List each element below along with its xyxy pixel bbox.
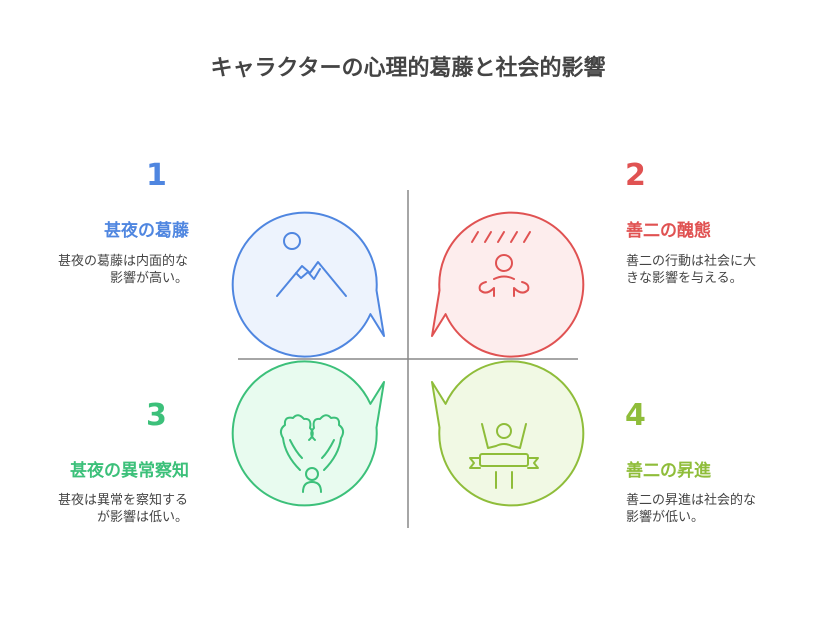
quadrant-1-description: 甚夜の葛藤は内面的な影響が高い。	[57, 254, 188, 286]
quadrant-3-number: 3	[146, 398, 167, 433]
diagram-title: キャラクターの心理的葛藤と社会的影響	[210, 56, 606, 81]
quadrant-1-number: 1	[146, 158, 167, 193]
quadrant-2-heading: 善二の醜態	[626, 221, 711, 241]
person-with-banner-icon	[469, 423, 539, 489]
mountain-sun-icon	[276, 232, 347, 297]
quadrant-2-number: 2	[625, 158, 646, 193]
person-among-trees-icon	[279, 414, 345, 493]
quadrant-3-description: 甚夜は異常を察知するが影響は低い。	[57, 493, 188, 525]
quadrant-1-bubble	[231, 211, 385, 358]
quadrant-4-description: 善二の昇進は社会的な影響が低い。	[626, 493, 757, 525]
quadrant-4-bubble	[431, 360, 585, 507]
quadrant-3-heading: 甚夜の異常察知	[70, 461, 189, 481]
quadrant-2-description: 善二の行動は社会に大きな影響を与える。	[626, 254, 757, 286]
quadrant-4-heading: 善二の昇進	[626, 461, 711, 481]
person-in-rain-icon	[471, 231, 531, 297]
quadrant-1-heading: 甚夜の葛藤	[104, 221, 189, 241]
quadrant-3-bubble	[231, 360, 385, 507]
quadrant-2-bubble	[431, 211, 585, 358]
quadrant-4-number: 4	[625, 398, 646, 433]
